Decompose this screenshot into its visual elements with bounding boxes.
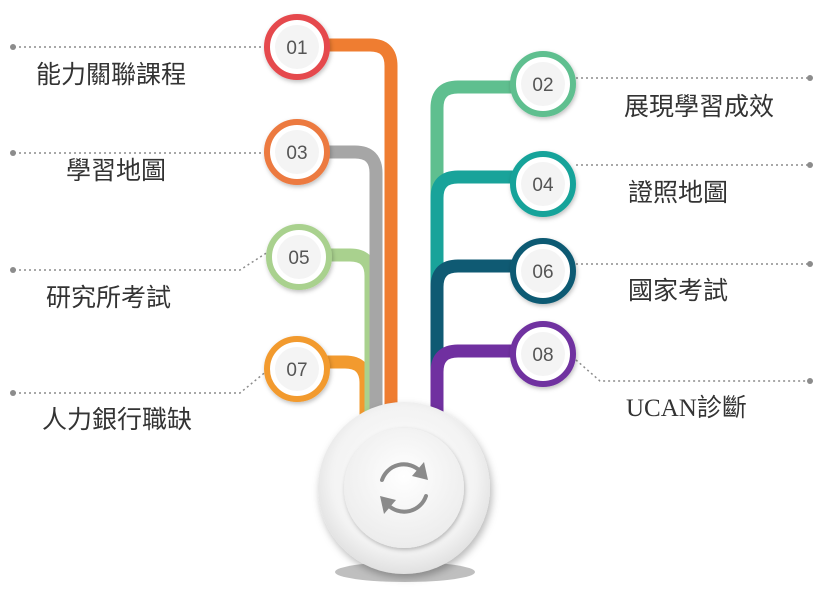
label-08: UCAN診斷	[626, 395, 747, 422]
stem-02	[430, 80, 515, 440]
badge-06-number: 06	[532, 262, 553, 283]
badge-08: 08	[510, 321, 576, 387]
badge-05: 05	[266, 224, 332, 290]
badge-08-number: 08	[532, 345, 553, 366]
label-01: 能力關聯課程	[36, 60, 187, 89]
badge-03: 03	[264, 119, 330, 185]
connector-dots	[10, 44, 813, 396]
badge-03-number: 03	[286, 143, 307, 164]
badge-07: 07	[264, 336, 330, 402]
label-06: 國家考試	[628, 276, 729, 305]
badge-02: 02	[510, 51, 576, 117]
badge-01-number: 01	[286, 38, 307, 59]
stem-06	[430, 259, 515, 440]
refresh-cycle-icon	[380, 462, 428, 514]
center-hub	[318, 402, 490, 574]
badge-06: 06	[510, 238, 576, 304]
badge-04-number: 04	[532, 175, 554, 196]
badge-07-number: 07	[286, 360, 307, 381]
label-02: 展現學習成效	[624, 92, 775, 121]
label-07: 人力銀行職缺	[42, 405, 193, 434]
stem-01	[315, 38, 398, 440]
badge-01: 01	[264, 14, 330, 80]
stem-03	[312, 145, 383, 440]
label-04: 證照地圖	[628, 178, 729, 207]
stem-04	[430, 170, 515, 440]
stem-08	[430, 344, 515, 440]
badge-04: 04	[510, 151, 576, 217]
label-05: 研究所考試	[46, 283, 172, 312]
badge-02-number: 02	[532, 75, 553, 96]
label-03: 學習地圖	[66, 156, 167, 185]
badge-05-number: 05	[288, 248, 309, 269]
dotted-connectors	[14, 46, 808, 394]
